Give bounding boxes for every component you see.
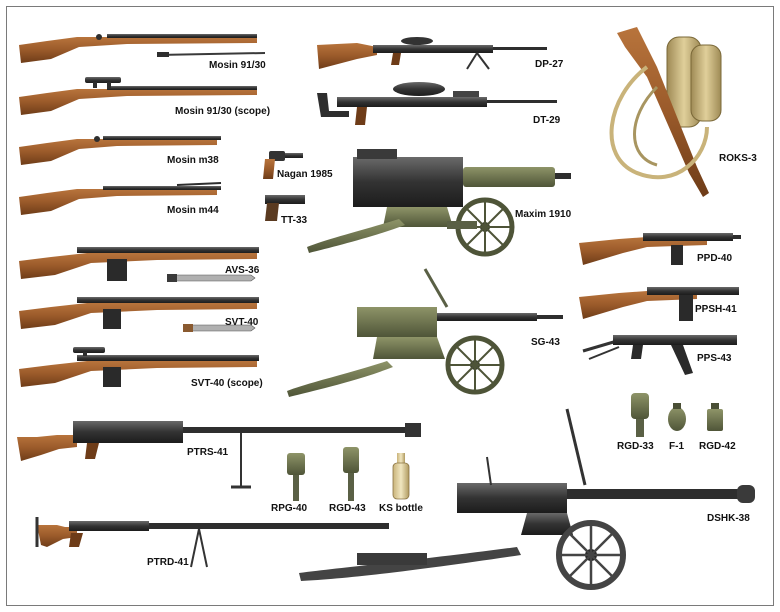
rgd-42-grenade bbox=[707, 403, 723, 431]
weapons-chart-sheet: Mosin 91/30 Mosin 91/30 (scope) Mosin m3… bbox=[6, 6, 774, 606]
label-mosin-91-30: Mosin 91/30 bbox=[209, 60, 266, 71]
dt-29-machine-gun bbox=[317, 82, 557, 125]
mosin-m38-carbine bbox=[19, 136, 221, 165]
label-ptrd-41: PTRD-41 bbox=[147, 557, 189, 568]
label-pps-43: PPS-43 bbox=[697, 353, 732, 364]
label-avs-36: AVS-36 bbox=[225, 265, 260, 276]
ptrs-41-anti-tank-rifle bbox=[17, 421, 421, 489]
label-sg-43: SG-43 bbox=[531, 337, 560, 348]
label-svt-40-scope: SVT-40 (scope) bbox=[191, 378, 263, 389]
rpg-40-grenade bbox=[287, 453, 305, 501]
label-mosin-91-30-scope: Mosin 91/30 (scope) bbox=[175, 106, 271, 117]
ppsh-41-submachine-gun bbox=[579, 287, 739, 321]
label-mosin-m38: Mosin m38 bbox=[167, 155, 219, 166]
ptrd-41-anti-tank-rifle bbox=[35, 517, 389, 568]
svt-40-rifle bbox=[19, 297, 259, 332]
label-f-1: F-1 bbox=[669, 441, 684, 452]
label-ptrs-41: PTRS-41 bbox=[187, 447, 229, 458]
svt-40-scope-rifle bbox=[19, 347, 259, 387]
mosin-m44-carbine bbox=[19, 182, 222, 215]
dp-27-machine-gun bbox=[317, 37, 547, 70]
label-svt-40: SVT-40 bbox=[225, 317, 259, 328]
label-dt-29: DT-29 bbox=[533, 115, 561, 126]
pps-43-submachine-gun bbox=[582, 335, 737, 375]
weapons-illustration bbox=[17, 27, 755, 590]
label-rgd-43: RGD-43 bbox=[329, 503, 366, 514]
mosin-91-30-rifle bbox=[19, 34, 266, 63]
label-maxim-1910: Maxim 1910 bbox=[515, 209, 572, 220]
dshk-38-heavy-machine-gun bbox=[299, 408, 755, 590]
sg-43-machine-gun bbox=[287, 268, 563, 397]
label-dshk-38: DSHK-38 bbox=[707, 513, 750, 524]
avs-36-rifle bbox=[19, 247, 259, 282]
f-1-grenade bbox=[668, 403, 686, 431]
maxim-1910-machine-gun bbox=[307, 149, 571, 257]
tt-33-pistol bbox=[265, 195, 305, 221]
label-rgd-42: RGD-42 bbox=[699, 441, 736, 452]
label-tt-33: TT-33 bbox=[281, 215, 308, 226]
rgd-33-grenade bbox=[631, 393, 649, 437]
ppd-40-submachine-gun bbox=[579, 233, 741, 265]
label-nagan-1985: Nagan 1985 bbox=[277, 169, 333, 180]
label-rpg-40: RPG-40 bbox=[271, 503, 308, 514]
ks-bottle bbox=[392, 453, 410, 500]
label-ppsh-41: PPSH-41 bbox=[695, 304, 737, 315]
roks-3-flamethrower bbox=[609, 27, 722, 197]
label-ppd-40: PPD-40 bbox=[697, 253, 733, 264]
label-mosin-m44: Mosin m44 bbox=[167, 205, 219, 216]
label-dp-27: DP-27 bbox=[535, 59, 564, 70]
label-ks-bottle: KS bottle bbox=[379, 503, 423, 514]
mosin-91-30-scope-rifle bbox=[19, 77, 257, 115]
label-roks-3: ROKS-3 bbox=[719, 153, 757, 164]
label-rgd-33: RGD-33 bbox=[617, 441, 654, 452]
rgd-43-grenade bbox=[343, 447, 359, 501]
nagan-revolver bbox=[263, 151, 303, 179]
